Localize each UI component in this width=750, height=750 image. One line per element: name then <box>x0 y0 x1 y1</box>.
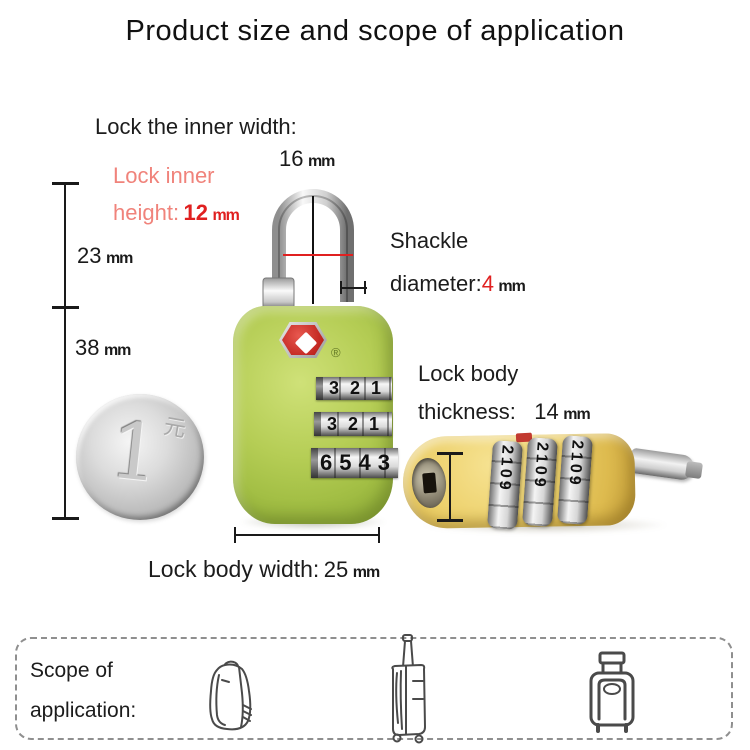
thickness-tick-bottom <box>437 519 463 522</box>
green-lock-dial-row-3[interactable]: 6543 <box>311 448 398 478</box>
left-dim-tick-middle <box>52 306 79 309</box>
suitcase-icon <box>589 651 635 733</box>
yellow-lock-dial-1[interactable]: 2109 <box>486 440 524 530</box>
left-dim-tick-top <box>52 182 79 185</box>
inner-width-label: Lock the inner width: <box>95 114 297 139</box>
trolley-luggage-icon <box>391 634 426 744</box>
width-dimension-line <box>234 534 380 536</box>
thickness-dimension-line <box>449 453 451 521</box>
scope-label-line2: application: <box>30 699 137 722</box>
shackle-diameter-tick <box>340 287 367 289</box>
tsa-logo-icon <box>279 322 327 358</box>
green-lock-dial-row-2[interactable]: 321 <box>314 412 392 436</box>
width-tick-right <box>378 527 380 543</box>
coin-currency-char: 元 <box>161 413 188 442</box>
width-tick-left <box>234 527 236 543</box>
body-width-label: Lock body width: 25 mm <box>148 556 380 582</box>
inner-height-red-line <box>283 254 353 256</box>
inner-height-label-line1: Lock inner <box>113 163 215 188</box>
thickness-tick-top <box>437 452 463 455</box>
scope-of-application-box: Scope of application: <box>15 634 733 744</box>
yellow-lock-dial-3[interactable]: 2109 <box>556 435 594 525</box>
yellow-lock-shackle-tip <box>684 460 704 480</box>
inner-width-value: 16 mm <box>279 146 335 171</box>
coin-numeral: 1 <box>105 405 165 501</box>
registered-trademark: ® <box>331 345 341 360</box>
green-lock-dial-row-1[interactable]: 321 <box>316 377 392 400</box>
inner-width-pointer-line <box>312 196 314 304</box>
page-title: Product size and scope of application <box>125 15 625 47</box>
dim-23mm: 23 mm <box>77 243 133 268</box>
one-yuan-coin: 1 元 <box>76 394 204 520</box>
body-thickness-label-line2: thickness: 14 mm <box>418 399 591 424</box>
left-dimension-line <box>64 183 66 520</box>
shackle-diameter-label-line1: Shackle <box>390 228 469 253</box>
backpack-icon <box>209 660 252 731</box>
yellow-lock-dial-2[interactable]: 2109 <box>521 437 559 527</box>
shackle-tick-left <box>340 281 342 294</box>
dim-38mm: 38 mm <box>75 335 131 360</box>
left-dim-tick-bottom <box>52 517 79 520</box>
body-thickness-label-line1: Lock body <box>418 361 519 386</box>
shackle-tick-right <box>364 281 366 294</box>
shackle-diameter-label-line2: diameter:4 mm <box>390 271 526 296</box>
scope-label-line1: Scope of <box>30 659 113 682</box>
inner-height-label-line2: height: 12 mm <box>113 200 240 225</box>
